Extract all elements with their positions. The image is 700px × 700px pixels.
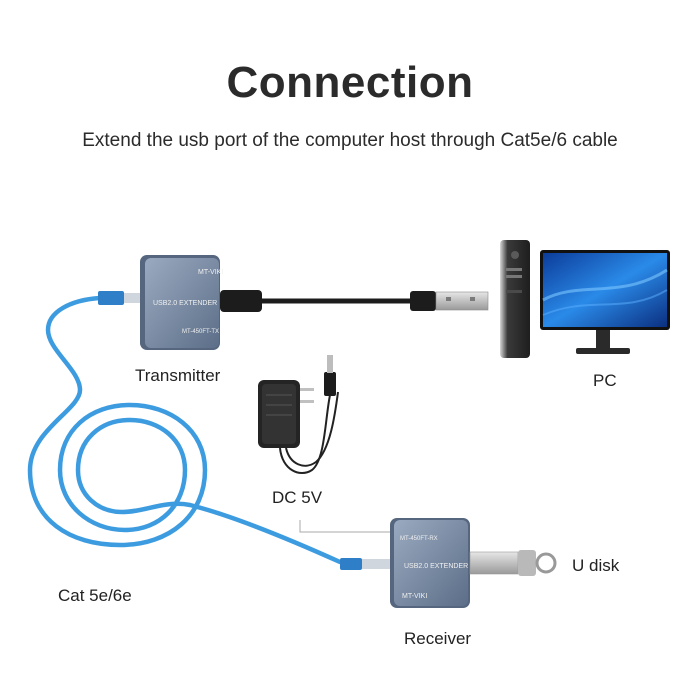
transmitter-name: USB2.0 EXTENDER — [153, 300, 217, 307]
rj45-connector-rx — [340, 558, 390, 570]
pc-monitor — [540, 250, 670, 354]
pc-label: PC — [593, 371, 617, 390]
power-adapter — [258, 355, 339, 475]
page-title: Connection — [226, 58, 474, 107]
cable-label: Cat 5e/6e — [58, 586, 132, 605]
transmitter-model: MT-450FT-TX — [182, 329, 219, 335]
receiver-label: Receiver — [404, 629, 472, 648]
rj45-connector-tx — [98, 291, 144, 305]
receiver-name: USB2.0 EXTENDER — [404, 563, 468, 570]
u-disk — [469, 550, 557, 576]
dc5v-leader-line — [299, 520, 395, 533]
usb-cable — [220, 290, 489, 312]
udisk-label: U disk — [572, 556, 620, 575]
transmitter-device: MT-VIKI USB2.0 EXTENDER MT-450FT-TX — [140, 255, 223, 350]
cat-cable — [27, 295, 343, 565]
dc5v-label: DC 5V — [272, 488, 323, 507]
receiver-device: MT-450FT-RX USB2.0 EXTENDER MT-VIKI — [390, 518, 470, 608]
transmitter-label: Transmitter — [135, 366, 221, 385]
receiver-brand: MT-VIKI — [402, 593, 427, 600]
receiver-model: MT-450FT-RX — [400, 536, 438, 542]
transmitter-brand: MT-VIKI — [198, 269, 223, 276]
pc-tower — [500, 240, 530, 358]
page-subtitle: Extend the usb port of the computer host… — [82, 130, 618, 151]
